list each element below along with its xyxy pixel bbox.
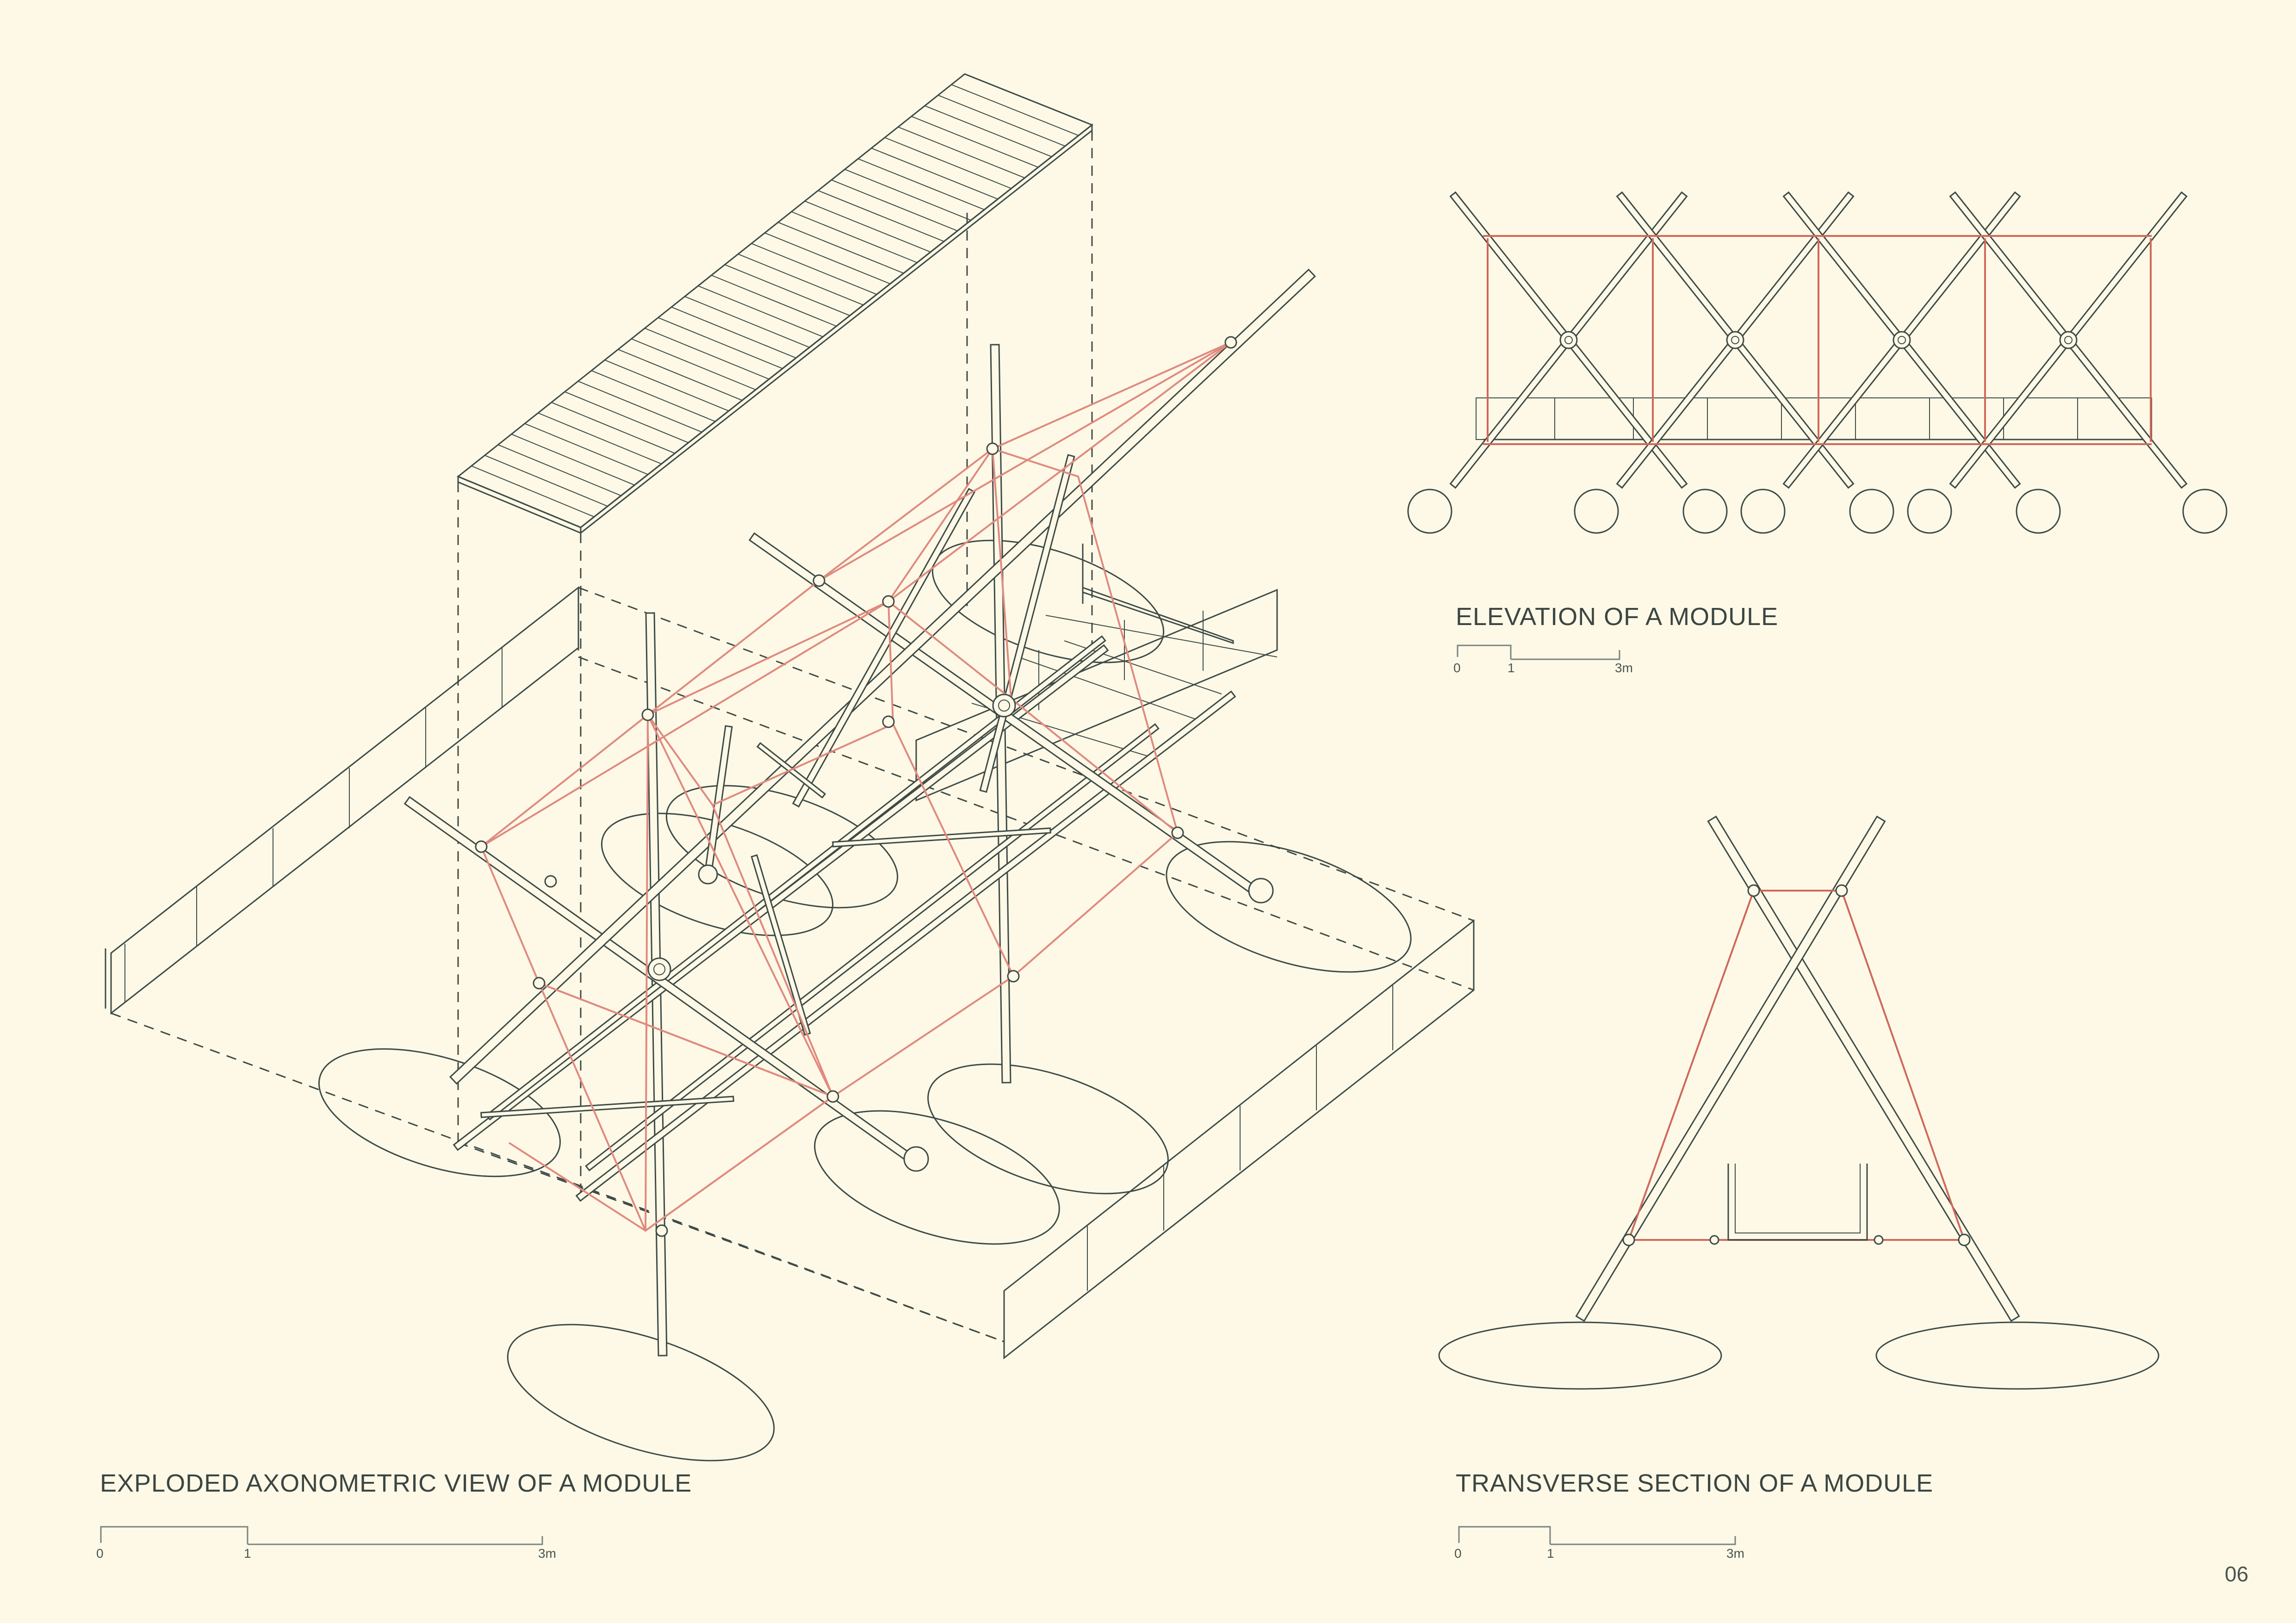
sect-scale-0: 0 [1454, 1546, 1462, 1561]
deck-slat [778, 222, 904, 274]
elevation-view [1407, 191, 2228, 534]
deck-slat [804, 200, 931, 253]
page-number: 06 [2225, 1562, 2249, 1586]
side-wall-panel [105, 586, 579, 1015]
elev-scale-3m: 3m [1615, 661, 1633, 675]
base-platform [1003, 919, 1475, 1360]
deck-slat [818, 190, 944, 242]
deck-slat [591, 370, 716, 422]
walkway-channel [915, 544, 1278, 802]
deck-slat [791, 211, 918, 263]
deck-slat [551, 402, 675, 454]
sect-scale-3m: 3m [1726, 1546, 1744, 1561]
deck-slat [925, 105, 1052, 157]
longitudinal-tube [453, 644, 1109, 1151]
deck-slat [565, 391, 689, 443]
deck-slat [711, 275, 837, 327]
deck-slat [751, 243, 877, 295]
section-pole [1575, 815, 1886, 1322]
deck-slat [511, 434, 635, 486]
structural-poles [403, 268, 1316, 1357]
axo-scale-0: 0 [96, 1546, 104, 1561]
section-view [1438, 815, 2159, 1390]
footing-discs [318, 539, 1412, 1462]
deck-slat [831, 180, 958, 231]
deck-slat [538, 412, 662, 465]
cross-bar [480, 1096, 734, 1118]
deck-slat [684, 296, 810, 348]
deck-slat [698, 285, 823, 337]
deck-slat [524, 423, 648, 475]
deck-slat [604, 359, 729, 412]
scale-bar-section [1458, 1526, 1736, 1545]
diagonal-pole [751, 854, 811, 1036]
elev-scale-0: 0 [1453, 661, 1461, 675]
cross-bar [832, 827, 1051, 848]
deck-slat [618, 349, 743, 401]
elevation-hubs [1559, 331, 2078, 349]
scale-bar-axonometric [100, 1526, 543, 1545]
deck-slat [937, 94, 1066, 147]
section-pole [1707, 815, 2020, 1322]
deck-slat [911, 116, 1039, 168]
elev-scale-1: 1 [1508, 661, 1515, 675]
deck-slat [498, 444, 621, 496]
deck-slat [484, 455, 608, 507]
deck-slat [671, 306, 796, 359]
axo-scale-1: 1 [244, 1546, 251, 1561]
axonometric-view [105, 73, 1475, 1462]
deck-slat [658, 317, 783, 369]
deck-slat [738, 254, 864, 306]
deck-slat [764, 232, 891, 285]
longitudinal-tube [575, 690, 1236, 1202]
roof-deck-panel [457, 73, 1093, 535]
section-poles [1575, 815, 2020, 1322]
diagonal-pole [792, 488, 976, 808]
deck-slat [884, 137, 1011, 189]
deck-slat [858, 158, 985, 211]
deck-slat [844, 169, 971, 221]
sect-scale-1: 1 [1547, 1546, 1554, 1561]
elevation-title: ELEVATION OF A MODULE [1456, 603, 1779, 631]
deck-slat [645, 328, 769, 380]
deck-slat [898, 126, 1025, 179]
deck-slat [577, 381, 702, 433]
deck-slat [724, 264, 850, 316]
section-title: TRANSVERSE SECTION OF A MODULE [1456, 1469, 1934, 1497]
scale-bar-elevation [1457, 644, 1620, 660]
connector-nodes [475, 336, 1274, 1237]
deck-slat [631, 338, 756, 390]
deck-slat [951, 84, 1079, 136]
longitudinal-tube [585, 723, 1160, 1171]
elevation-footings [1407, 489, 2228, 534]
axo-scale-3m: 3m [538, 1546, 556, 1561]
diagonal-pole [449, 268, 1316, 1085]
deck-slat [471, 465, 595, 518]
axonometric-title: EXPLODED AXONOMETRIC VIEW OF A MODULE [100, 1469, 692, 1497]
deck-slat [871, 148, 998, 200]
